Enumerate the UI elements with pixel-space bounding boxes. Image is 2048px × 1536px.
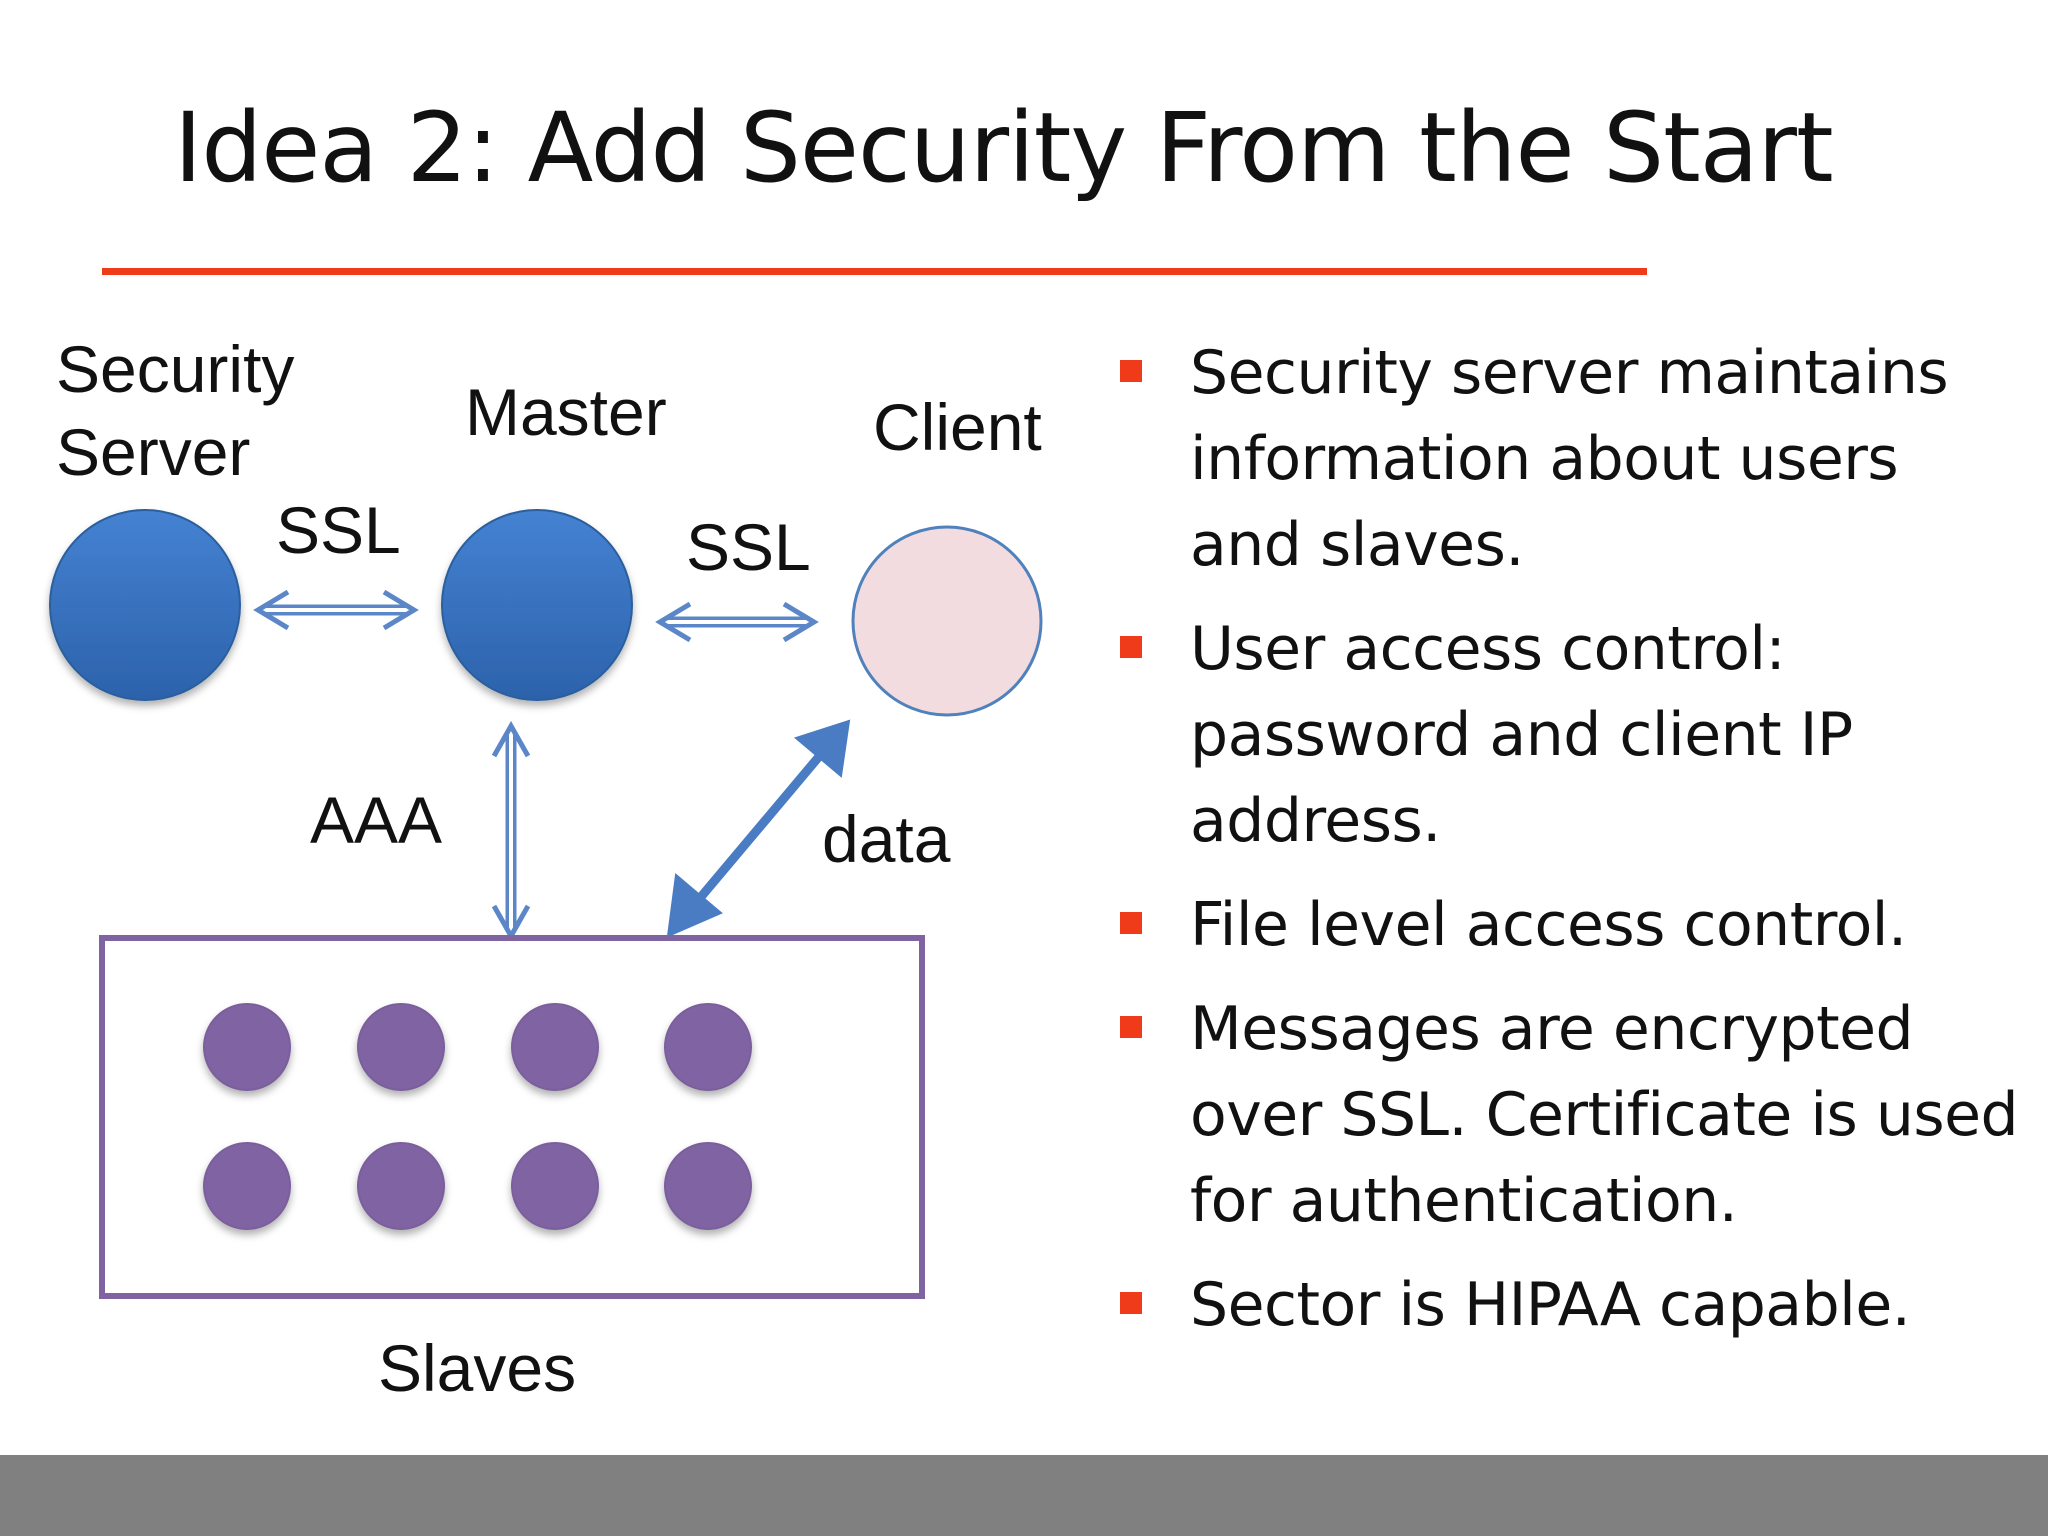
security-server-node — [49, 509, 241, 701]
client-label: Client — [873, 390, 1042, 464]
slide-title: Idea 2: Add Security From the Start — [174, 92, 1834, 204]
data-label: data — [822, 802, 951, 876]
slave-node — [357, 1003, 445, 1091]
bullet-text: File level access control. — [1190, 890, 1907, 960]
bullet-text: Messages are encrypted over SSL. Certifi… — [1190, 994, 2019, 1236]
square-bullet-icon — [1120, 360, 1142, 382]
slave-node — [203, 1003, 291, 1091]
square-bullet-icon — [1120, 912, 1142, 934]
bullet-item: Security server maintains information ab… — [1120, 330, 2020, 588]
security-server-label-line2: Server — [56, 415, 250, 489]
slave-node — [511, 1003, 599, 1091]
bullet-item: User access control: password and client… — [1120, 606, 2020, 864]
slave-node — [664, 1003, 752, 1091]
slave-node — [203, 1142, 291, 1230]
ssl-label-security-master: SSL — [276, 493, 401, 567]
bullet-text: User access control: password and client… — [1190, 614, 1853, 856]
bullet-item: Sector is HIPAA capable. — [1120, 1262, 2020, 1348]
data-arrow — [666, 719, 851, 938]
client-node — [851, 525, 1043, 717]
footer-bar — [0, 1455, 2048, 1536]
master-label: Master — [465, 375, 667, 449]
security-server-label-line1: Security — [56, 332, 294, 406]
master-node — [441, 509, 633, 701]
bullet-item: File level access control. — [1120, 882, 2020, 968]
slave-node — [357, 1142, 445, 1230]
bullet-item: Messages are encrypted over SSL. Certifi… — [1120, 986, 2020, 1244]
square-bullet-icon — [1120, 1292, 1142, 1314]
aaa-arrow — [491, 720, 531, 942]
bullet-text: Sector is HIPAA capable. — [1190, 1270, 1911, 1340]
slaves-box — [99, 935, 925, 1299]
square-bullet-icon — [1120, 636, 1142, 658]
ssl-label-master-client: SSL — [686, 510, 811, 584]
ssl-arrow-master-client — [655, 601, 819, 643]
aaa-label: AAA — [310, 783, 442, 857]
square-bullet-icon — [1120, 1016, 1142, 1038]
ssl-arrow-security-master — [253, 589, 419, 631]
slave-node — [511, 1142, 599, 1230]
slave-nodes — [203, 1003, 752, 1230]
bullet-list: Security server maintains information ab… — [1120, 330, 2020, 1366]
slaves-label: Slaves — [378, 1331, 576, 1405]
title-underline — [102, 268, 1647, 275]
slave-node — [664, 1142, 752, 1230]
bullet-text: Security server maintains information ab… — [1190, 338, 1949, 580]
